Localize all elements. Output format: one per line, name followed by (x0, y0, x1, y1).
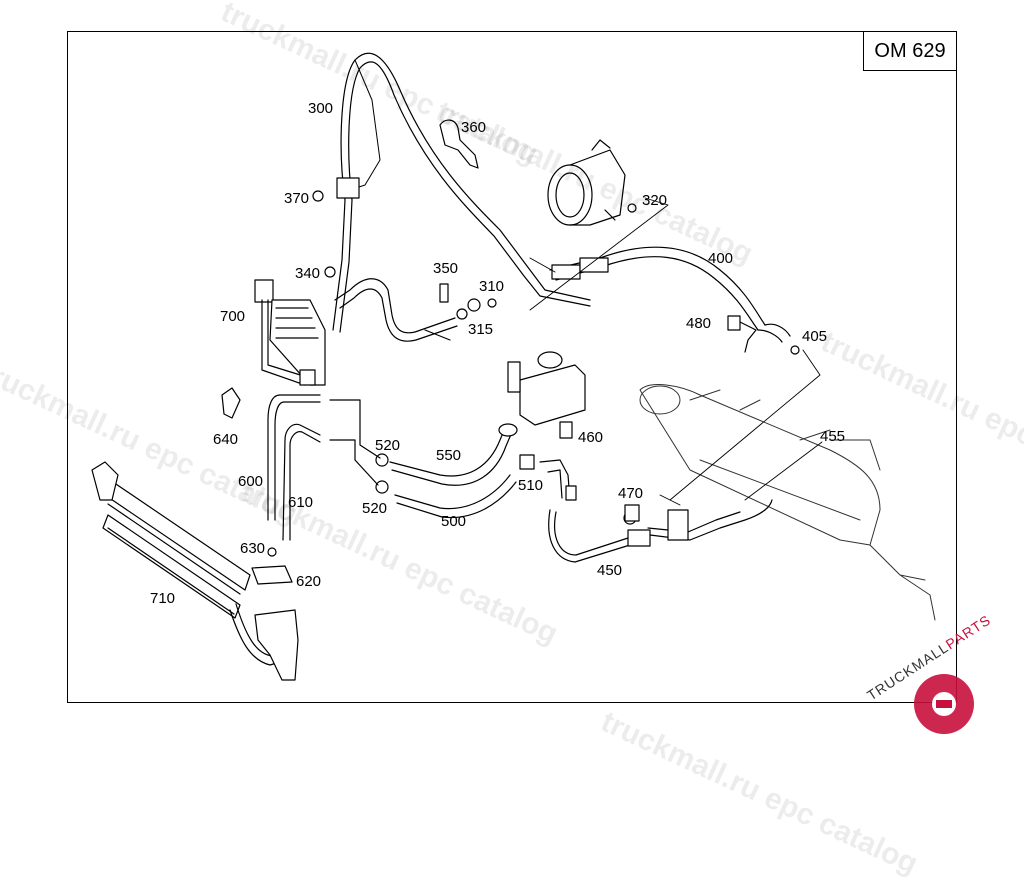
nut-340 (324, 266, 336, 278)
callout-520-upper: 520 (375, 437, 401, 454)
rack-feed-line (647, 499, 773, 541)
bolt-470 (624, 504, 640, 522)
hose-450 (548, 509, 651, 563)
callout-300: 300 (308, 100, 334, 117)
callout-600: 600 (238, 473, 264, 490)
clip-360 (439, 119, 479, 169)
callout-520-lower: 520 (362, 500, 388, 517)
callout-700: 700 (220, 308, 246, 325)
callout-710: 710 (150, 590, 176, 607)
callout-450: 450 (597, 562, 623, 579)
bolt-480 (727, 315, 757, 353)
hose-300 (332, 52, 591, 333)
reservoir-460 (507, 351, 586, 439)
callout-630: 630 (240, 540, 266, 557)
model-label: OM 629 (863, 31, 957, 71)
connector-510 (519, 454, 577, 501)
callout-455: 455 (820, 428, 846, 445)
leader-lines (529, 197, 823, 506)
callout-360: 360 (461, 119, 487, 136)
callout-315: 315 (468, 321, 494, 338)
truckmall-logo (914, 674, 974, 734)
parts-diagram (91, 52, 936, 681)
nut-370 (312, 190, 324, 202)
bracket-620 (251, 547, 293, 585)
callout-400: 400 (708, 250, 734, 267)
hose-550 (375, 423, 518, 486)
bracket-640 (221, 387, 241, 419)
callout-470: 470 (618, 485, 644, 502)
callout-480: 480 (686, 315, 712, 332)
callout-320: 320 (642, 192, 668, 209)
callout-460: 460 (578, 429, 604, 446)
hose-500 (375, 474, 517, 519)
callout-350: 350 (433, 260, 459, 277)
callout-620: 620 (296, 573, 322, 590)
callout-310: 310 (479, 278, 505, 295)
power-steering-pump (547, 139, 637, 226)
callout-610: 610 (288, 494, 314, 511)
diagram-frame (67, 31, 957, 703)
return-line-350 (334, 278, 497, 342)
callout-510: 510 (518, 477, 544, 494)
callout-640: 640 (213, 431, 239, 448)
callout-370: 370 (284, 190, 310, 207)
cooler-710 (91, 461, 299, 681)
callout-550: 550 (436, 447, 462, 464)
callout-405: 405 (802, 328, 828, 345)
callout-500: 500 (441, 513, 467, 530)
steering-gear (639, 384, 936, 621)
lines-600-610 (267, 394, 381, 541)
cooler-700 (254, 279, 326, 386)
callout-340: 340 (295, 265, 321, 282)
